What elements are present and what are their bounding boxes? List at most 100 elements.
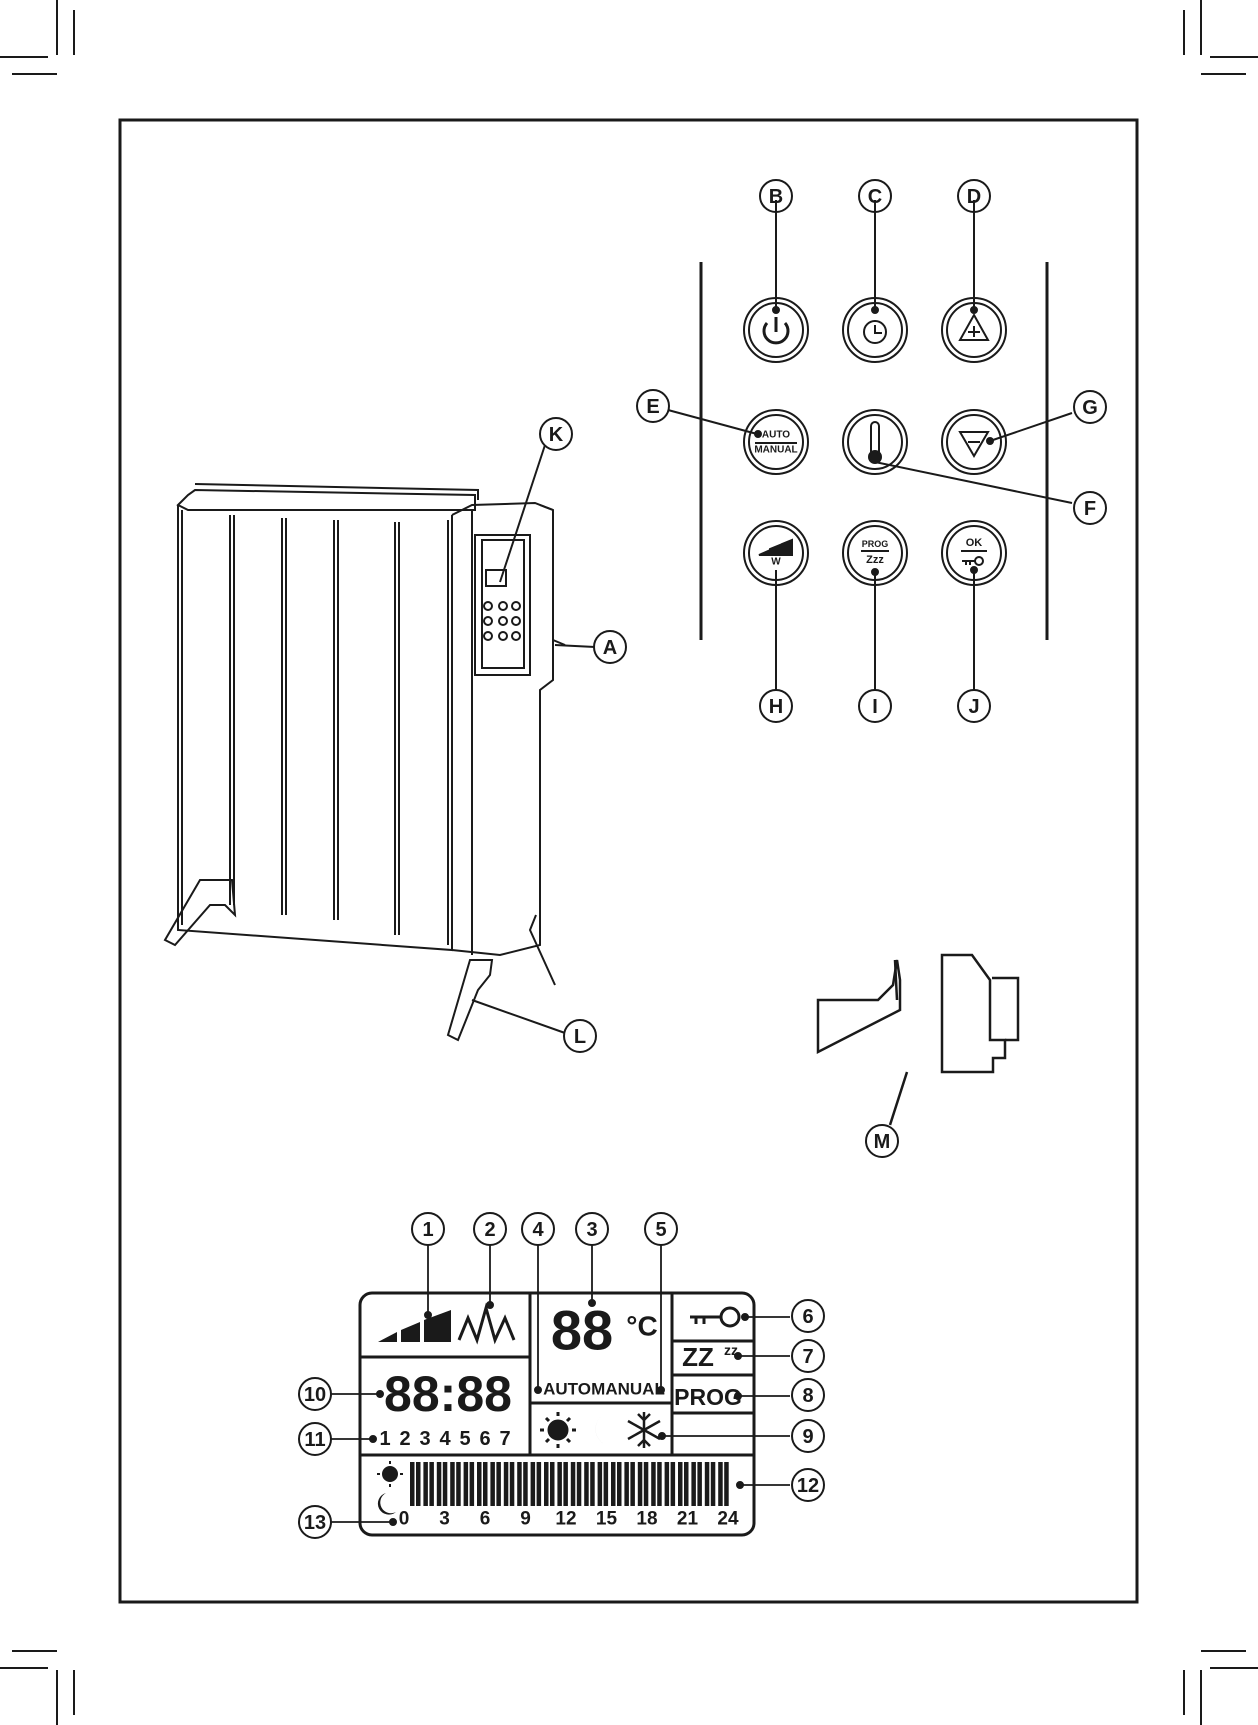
lcd-day-number: 6	[479, 1428, 490, 1450]
thermometer-icon	[871, 422, 879, 454]
hour-bar-segment	[550, 1462, 555, 1506]
lcd-hour-label: 15	[596, 1509, 618, 1530]
clock-button[interactable]	[843, 200, 907, 362]
lcd-time-digits: 88:88	[384, 1366, 512, 1422]
lcd-day-number: 2	[399, 1428, 410, 1450]
callout-l: L	[574, 1026, 586, 1048]
lcd-temperature-digits: 88	[551, 1299, 613, 1362]
hour-bar-segment	[671, 1462, 676, 1506]
hour-bar-segment	[531, 1462, 536, 1506]
heating-wave-icon	[459, 1308, 514, 1340]
callout-e: E	[646, 396, 659, 418]
hour-bar-segment	[437, 1462, 442, 1506]
hour-bar-segment	[577, 1462, 582, 1506]
hour-bar-segment	[483, 1462, 488, 1506]
hour-bar-segment	[537, 1462, 542, 1506]
lcd-mode-auto: AUTO	[543, 1380, 591, 1399]
up-triangle-plus-icon	[960, 315, 988, 340]
lcd-hour-label: 24	[717, 1509, 739, 1530]
hour-bar-segment	[410, 1462, 415, 1506]
lcd-callout-10: 10	[304, 1384, 326, 1406]
lcd-sleep-small: zz	[724, 1342, 738, 1358]
hour-bar-segment	[496, 1462, 501, 1506]
hour-bar-segment	[711, 1462, 716, 1506]
w-label: W	[771, 557, 781, 568]
minus-button[interactable]	[942, 410, 1072, 474]
hour-bar-segment	[697, 1462, 702, 1506]
hour-bar-segment	[563, 1462, 568, 1506]
hour-bar-segment	[490, 1462, 495, 1506]
hour-bar-segment	[429, 1462, 434, 1506]
lcd-mode-manual: MANUAL	[591, 1380, 665, 1399]
hour-bar-segment	[705, 1462, 710, 1506]
lcd-hour-label: 9	[520, 1509, 531, 1530]
auto-manual-button[interactable]	[668, 410, 808, 474]
hour-bar-segment	[464, 1462, 469, 1506]
key-icon	[962, 561, 975, 565]
power-icon	[764, 317, 788, 343]
lcd-day-sun-icon	[377, 1461, 403, 1487]
moon-icon	[596, 1413, 620, 1446]
hour-bar-segment	[590, 1462, 595, 1506]
lcd-hour-label: 12	[555, 1509, 576, 1530]
hour-bar-segment	[423, 1462, 428, 1506]
hour-bar-segment	[678, 1462, 683, 1506]
power-level-button[interactable]	[744, 521, 808, 690]
hour-bar-segment	[624, 1462, 629, 1506]
callout-d: D	[967, 186, 981, 208]
hour-bar-segments	[410, 1462, 729, 1506]
hour-bar-segment	[557, 1462, 562, 1506]
callout-b: B	[769, 186, 783, 208]
hour-bar-segment	[598, 1462, 603, 1506]
hour-bar-segment	[604, 1462, 609, 1506]
callout-circles	[540, 180, 1106, 1157]
hour-bar-segment	[450, 1462, 455, 1506]
hour-bar-segment	[638, 1462, 643, 1506]
power-button[interactable]	[744, 200, 808, 362]
lcd-callout-9: 9	[802, 1426, 813, 1448]
lcd-temperature-unit: °C	[626, 1311, 657, 1342]
callout-c: C	[868, 186, 882, 208]
lcd-sleep-zz: ZZ	[682, 1342, 714, 1372]
hour-bar-segment	[571, 1462, 576, 1506]
snowflake-icon	[628, 1412, 660, 1448]
hour-bar-segment	[456, 1462, 461, 1506]
lcd-callout-12: 12	[797, 1475, 819, 1497]
hour-bar-segment	[517, 1462, 522, 1506]
manual-label: MANUAL	[754, 445, 797, 456]
lcd-callout-13: 13	[304, 1512, 326, 1534]
callout-m: M	[874, 1131, 891, 1153]
lcd-day-number: 3	[419, 1428, 430, 1450]
hour-bar-segment	[617, 1462, 622, 1506]
lcd-hour-label: 18	[636, 1509, 657, 1530]
hour-bar-segment	[416, 1462, 421, 1506]
sun-icon	[540, 1412, 576, 1448]
lcd-callout-11: 11	[304, 1429, 325, 1451]
lcd-day-number: 7	[499, 1428, 510, 1450]
hour-bar-segment	[504, 1462, 509, 1506]
lcd-callout-3: 3	[586, 1219, 597, 1241]
hour-bar-segment	[665, 1462, 670, 1506]
auto-label: AUTO	[762, 430, 790, 441]
lcd-hour-label: 3	[439, 1509, 450, 1530]
callout-a: A	[603, 637, 617, 659]
lcd-callout-1: 1	[422, 1219, 433, 1241]
ok-label: OK	[966, 537, 983, 549]
down-triangle-minus-icon	[960, 432, 988, 456]
hour-bar-segment	[724, 1462, 729, 1506]
lcd-prog-text: PROG	[674, 1384, 742, 1410]
hour-bar-segment	[470, 1462, 475, 1506]
lcd-callout-6: 6	[802, 1306, 813, 1328]
hour-bar-segment	[443, 1462, 448, 1506]
lcd-hour-label: 6	[480, 1509, 491, 1530]
callout-g: G	[1082, 397, 1098, 419]
lcd-callout-7: 7	[802, 1346, 813, 1368]
plus-button[interactable]	[942, 200, 1006, 362]
hour-bar-segment	[611, 1462, 616, 1506]
hour-bar-segment	[684, 1462, 689, 1506]
power-level-icon	[759, 540, 792, 555]
lcd-hour-label: 21	[677, 1509, 699, 1530]
